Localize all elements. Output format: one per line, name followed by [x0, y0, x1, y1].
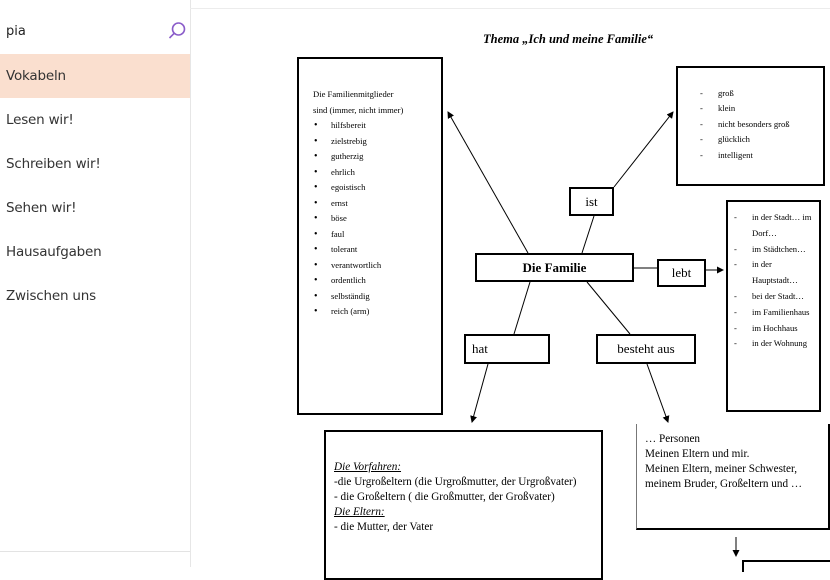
- list-item: faul: [313, 227, 437, 243]
- list-item: ernst: [313, 196, 437, 212]
- search-bar[interactable]: pia: [0, 12, 190, 52]
- text-line: Meinen Eltern und mir.: [645, 448, 750, 460]
- persons-box: … Personen Meinen Eltern und mir. Meinen…: [636, 424, 830, 530]
- list-item: glücklich: [700, 132, 819, 148]
- text-line: Meinen Eltern, meiner Schwester, meinem …: [645, 463, 803, 490]
- divider: [190, 8, 830, 9]
- ist-box: ist: [569, 187, 614, 216]
- nav-item-hausaufgaben[interactable]: Hausaufgaben: [6, 244, 102, 260]
- list-item: im Hochhaus: [734, 321, 817, 337]
- list-item: nicht besonders groß: [700, 117, 819, 133]
- list-item: intelligent: [700, 148, 819, 164]
- places-list: in der Stadt… im Dorf… im Städtchen… in …: [734, 210, 817, 352]
- hat-box: hat: [464, 334, 550, 364]
- nav-item-vokabeln[interactable]: Vokabeln: [0, 54, 190, 98]
- list-item: bei der Stadt…: [734, 289, 817, 305]
- list-item: ehrlich: [313, 165, 437, 181]
- divider: [0, 551, 190, 552]
- traits-intro: Die Familienmitglieder: [313, 89, 394, 99]
- central-topic-box: Die Familie: [475, 253, 634, 282]
- nav-item-schreiben[interactable]: Schreiben wir!: [6, 156, 101, 172]
- list-item: böse: [313, 211, 437, 227]
- traits-intro: sind (immer, nicht immer): [313, 104, 404, 115]
- list-item: gutherzig: [313, 149, 437, 165]
- nav-item-lesen[interactable]: Lesen wir!: [6, 112, 74, 128]
- list-item: in der Hauptstadt…: [734, 257, 817, 289]
- search-input[interactable]: pia: [6, 24, 26, 39]
- search-icon[interactable]: [166, 20, 188, 42]
- list-item: verantwortlich: [313, 258, 437, 274]
- document-canvas: Thema „Ich und meine Familie“ Die Famili…: [190, 0, 830, 580]
- text-line: … Personen: [645, 433, 700, 445]
- list-item: egoistisch: [313, 180, 437, 196]
- text-line: - die Großeltern ( die Großmutter, der G…: [334, 491, 555, 503]
- text-line: -die Urgroßeltern (die Urgroßmutter, der…: [334, 476, 577, 488]
- besteht-aus-box: besteht aus: [596, 334, 696, 364]
- list-item: in der Stadt… im Dorf…: [734, 210, 817, 242]
- next-box: [742, 560, 830, 572]
- list-item: ordentlich: [313, 273, 437, 289]
- nav-item-sehen[interactable]: Sehen wir!: [6, 200, 77, 216]
- list-item: groß: [700, 86, 819, 102]
- list-item: reich (arm): [313, 304, 437, 320]
- places-box: in der Stadt… im Dorf… im Städtchen… in …: [726, 200, 821, 412]
- ancestors-box: Die Vorfahren: -die Urgroßeltern (die Ur…: [324, 430, 603, 580]
- page-title: Thema „Ich und meine Familie“: [483, 32, 654, 46]
- list-item: klein: [700, 101, 819, 117]
- section-nav: Vokabeln Lesen wir! Schreiben wir! Sehen…: [0, 54, 190, 318]
- lebt-box: lebt: [657, 259, 706, 287]
- list-item: zielstrebig: [313, 134, 437, 150]
- list-item: im Städtchen…: [734, 242, 817, 258]
- list-item: in der Wohnung: [734, 336, 817, 352]
- list-item: tolerant: [313, 242, 437, 258]
- mindmap-arrows: [447, 111, 740, 557]
- adjectives-box: groß klein nicht besonders groß glücklic…: [676, 66, 825, 186]
- nav-item-zwischen-uns[interactable]: Zwischen uns: [6, 288, 96, 304]
- section-heading: Die Vorfahren:: [334, 461, 402, 473]
- text-line: - die Mutter, der Vater: [334, 521, 434, 533]
- list-item: selbständig: [313, 289, 437, 305]
- list-item: im Familienhaus: [734, 305, 817, 321]
- adjectives-list: groß klein nicht besonders groß glücklic…: [700, 86, 819, 163]
- traits-list: hilfsbereit zielstrebig gutherzig ehrlic…: [313, 118, 437, 320]
- traits-box: Die Familienmitglieder sind (immer, nich…: [297, 57, 443, 415]
- list-item: hilfsbereit: [313, 118, 437, 134]
- section-heading: Die Eltern:: [334, 506, 385, 518]
- sidebar: pia Vokabeln Lesen wir! Schreiben wir! S…: [0, 0, 191, 567]
